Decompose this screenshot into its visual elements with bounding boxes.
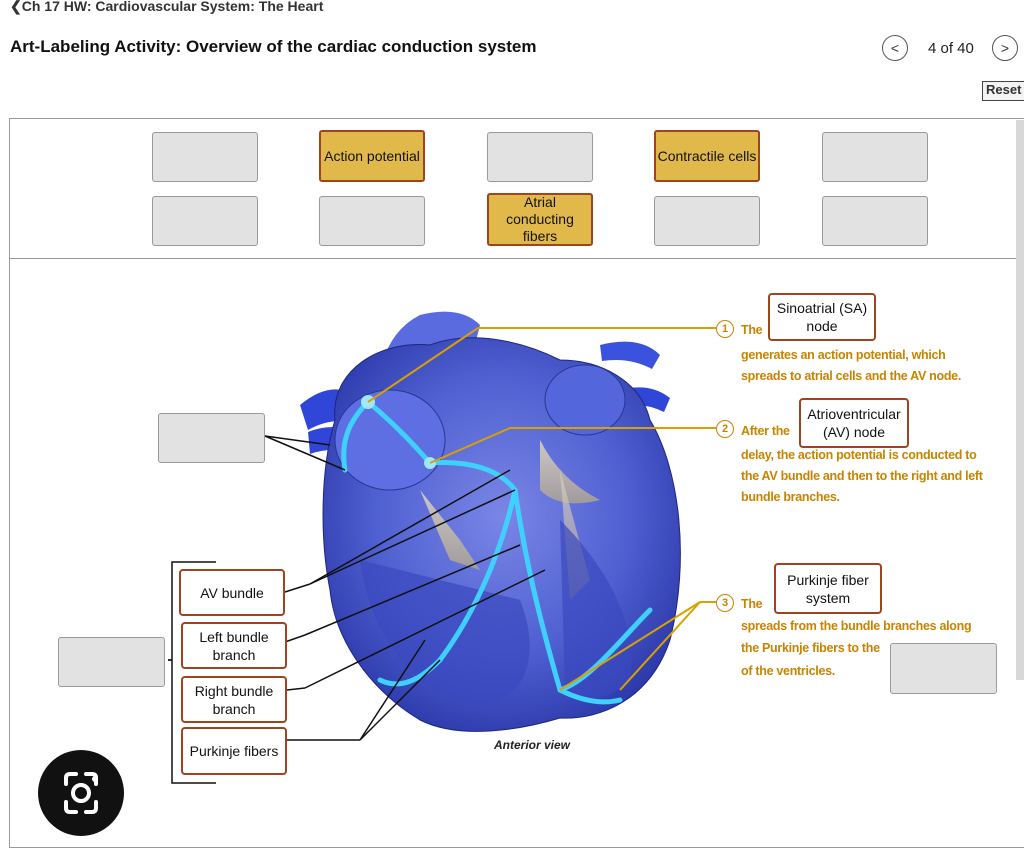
- figure-caption: Anterior view: [494, 738, 571, 752]
- chevron-left-icon: <: [890, 40, 900, 56]
- label-purkinje-system: Purkinje fiber system: [774, 563, 882, 614]
- reset-button[interactable]: Reset: [982, 81, 1024, 101]
- step-3-marker: 3: [716, 594, 734, 612]
- drop-zone-ventricular-conduction[interactable]: [58, 637, 165, 687]
- step-2-text: delay, the action potential is conducted…: [741, 448, 983, 504]
- label-left-bundle-branch: Left bundle branch: [181, 622, 287, 669]
- next-button[interactable]: >: [992, 35, 1018, 61]
- step-1-prefix: The: [741, 323, 763, 337]
- step-1-text: generates an action potential, which spr…: [741, 348, 962, 383]
- word-bank: [9, 118, 1024, 259]
- label-av-node: Atrioventricular (AV) node: [799, 398, 909, 448]
- chevron-right-icon: >: [1000, 40, 1010, 56]
- step-3-prefix: The: [741, 597, 763, 611]
- label-purkinje-fibers: Purkinje fibers: [181, 727, 287, 775]
- bank-empty-slot: [822, 132, 928, 182]
- bank-empty-slot: [319, 196, 425, 246]
- tile-contractile-cells[interactable]: Contractile cells: [654, 130, 760, 182]
- camera-button[interactable]: [38, 750, 124, 836]
- step-2-marker: 2: [716, 420, 734, 438]
- step-3-text-line3: of the ventricles.: [741, 664, 835, 678]
- step-1-marker: 1: [716, 320, 734, 338]
- bank-empty-slot: [152, 132, 258, 182]
- bank-empty-slot: [152, 196, 258, 246]
- breadcrumb[interactable]: ❮Ch 17 HW: Cardiovascular System: The He…: [10, 0, 324, 14]
- tile-atrial-conducting-fibers[interactable]: Atrial conducting fibers: [487, 193, 593, 246]
- label-right-bundle-branch: Right bundle branch: [181, 676, 287, 723]
- label-sa-node: Sinoatrial (SA) node: [768, 293, 876, 341]
- tile-action-potential[interactable]: Action potential: [319, 130, 425, 182]
- bank-empty-slot: [654, 196, 760, 246]
- camera-icon: [64, 772, 98, 814]
- step-3-text-line1: spreads from the bundle branches along: [741, 619, 972, 633]
- step-3-text-line2: the Purkinje fibers to the: [741, 641, 880, 655]
- drop-zone-atrial-fibers[interactable]: [158, 413, 265, 463]
- page-counter: 4 of 40: [928, 40, 974, 57]
- drop-zone-contractile[interactable]: [890, 643, 997, 694]
- previous-button[interactable]: <: [882, 35, 908, 61]
- step-2-prefix: After the: [741, 424, 790, 438]
- page-title: Art-Labeling Activity: Overview of the c…: [10, 37, 537, 56]
- scrollbar[interactable]: [1016, 120, 1024, 680]
- diagram-panel: [9, 258, 1024, 848]
- bank-empty-slot: [822, 196, 928, 246]
- back-chevron-icon: ❮: [10, 0, 22, 14]
- bank-empty-slot: [487, 132, 593, 182]
- label-av-bundle: AV bundle: [179, 569, 285, 616]
